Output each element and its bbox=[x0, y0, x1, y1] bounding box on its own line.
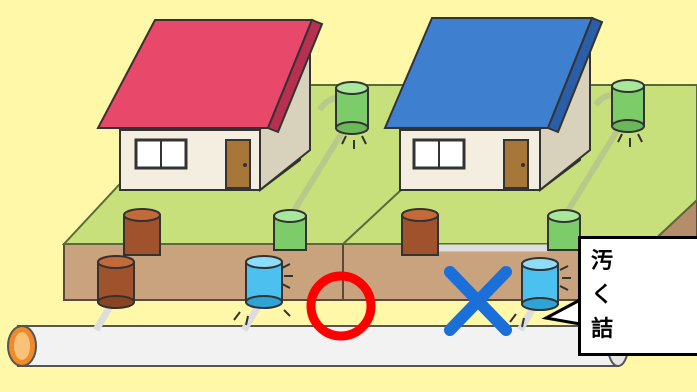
callout-line-1: 汚 bbox=[591, 245, 697, 279]
buried-tank-right-green bbox=[548, 210, 580, 250]
rainwater-tank-right bbox=[612, 80, 644, 132]
right-house bbox=[385, 18, 602, 190]
sewage-manhole-right-blue bbox=[522, 258, 558, 310]
callout-line-3: 詰 bbox=[591, 313, 697, 347]
sewage-manhole-left-brown bbox=[98, 256, 134, 308]
callout-box: 汚 く 詰 bbox=[578, 236, 697, 356]
sewage-manhole-left-blue bbox=[246, 256, 282, 308]
buried-tank-left-brown bbox=[124, 209, 160, 255]
rainwater-tank-left bbox=[336, 82, 368, 134]
main-sewer-pipe bbox=[8, 326, 628, 366]
left-house bbox=[98, 20, 322, 190]
buried-tank-right-brown bbox=[402, 209, 438, 255]
callout-line-2: く bbox=[591, 279, 697, 313]
buried-tank-left-green bbox=[274, 210, 306, 250]
